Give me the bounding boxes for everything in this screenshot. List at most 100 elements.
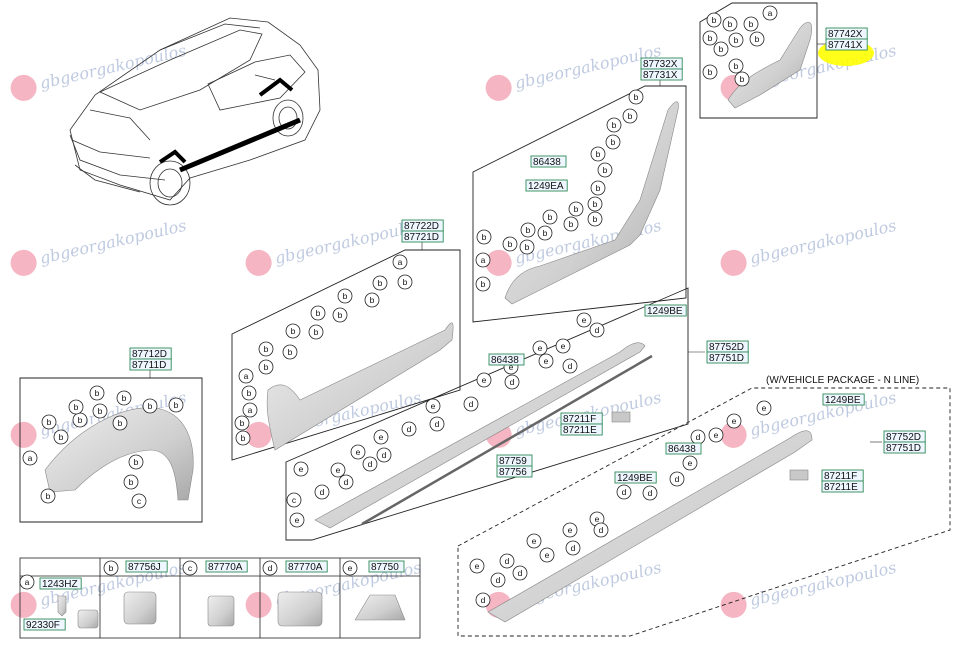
svg-text:e: e xyxy=(356,447,361,457)
part-label-text: 87751D xyxy=(709,353,744,364)
callout-b: b xyxy=(713,41,729,57)
part-label-text: 87731X xyxy=(643,70,678,81)
svg-text:b: b xyxy=(118,418,123,428)
callout-b: b xyxy=(722,16,738,32)
svg-text:b: b xyxy=(338,310,343,320)
watermark-text: gbgeorgakopoulos xyxy=(38,216,188,268)
part-label-box xyxy=(23,618,66,631)
callout-b: b xyxy=(542,209,558,225)
callout-d: d xyxy=(475,592,491,608)
part-label-box xyxy=(883,441,926,454)
svg-text:e: e xyxy=(532,536,537,546)
callout-b: b xyxy=(372,275,388,291)
part-label-text: 87211F xyxy=(824,471,857,482)
side-sill-strip xyxy=(361,354,653,526)
callout-e: e xyxy=(682,455,698,471)
callout-b: b xyxy=(168,397,184,413)
callout-e: e xyxy=(526,533,542,549)
svg-text:b: b xyxy=(740,74,745,84)
watermark-logo: gbgeorgakopoulos xyxy=(10,216,188,276)
part-label-text: 1249EA xyxy=(528,181,564,192)
callout-e: e xyxy=(576,312,592,328)
part-label-box xyxy=(706,351,749,364)
callout-b: b xyxy=(475,276,491,292)
callout-d: d xyxy=(463,396,479,412)
callout-d: d xyxy=(262,560,278,576)
callout-b: b xyxy=(332,307,348,323)
legend-part-number: 87770A xyxy=(205,560,248,573)
part-label-box xyxy=(368,560,405,573)
sill-strip-number: 87756 xyxy=(496,465,533,478)
part-label-box xyxy=(488,353,525,366)
n-line-part-number: 87751D xyxy=(883,441,926,454)
svg-text:d: d xyxy=(568,361,573,371)
callout-b: b xyxy=(568,201,584,217)
part-label-text: 1249BE xyxy=(825,395,861,406)
watermark-logo: gbgeorgakopoulos xyxy=(10,41,188,101)
svg-text:b: b xyxy=(288,347,293,357)
part-label-box xyxy=(129,358,172,371)
callout-b: b xyxy=(728,58,744,74)
callout-c: c xyxy=(131,493,147,509)
svg-text:e: e xyxy=(545,550,550,560)
side-sill xyxy=(314,342,646,529)
legend-table xyxy=(19,557,421,639)
callout-a: a xyxy=(22,450,38,466)
callout-b: b xyxy=(112,415,128,431)
callout-b: b xyxy=(476,229,492,245)
svg-text:b: b xyxy=(728,19,733,29)
svg-text:d: d xyxy=(496,575,501,585)
leader-lines xyxy=(149,43,882,443)
callout-b: b xyxy=(628,89,644,105)
svg-text:b: b xyxy=(403,277,408,287)
callout-b: b xyxy=(337,288,353,304)
callout-e: e xyxy=(289,512,305,528)
svg-text:e: e xyxy=(482,375,487,385)
part-label-text: 92330F xyxy=(26,620,60,631)
part-label-box xyxy=(401,230,444,243)
svg-text:a: a xyxy=(244,371,249,381)
svg-text:e: e xyxy=(561,341,566,351)
svg-text:b: b xyxy=(612,120,617,130)
svg-text:b: b xyxy=(291,326,296,336)
callout-a: a xyxy=(762,5,778,21)
svg-text:b: b xyxy=(95,388,100,398)
callout-b: b xyxy=(258,341,274,357)
rear-door-moulding xyxy=(504,101,679,305)
callout-b: b xyxy=(310,305,326,321)
moulding-parts xyxy=(44,21,813,623)
callout-b: b xyxy=(606,117,622,133)
sill-part-number: 87751D xyxy=(706,351,749,364)
svg-text:a: a xyxy=(398,257,403,267)
svg-text:a: a xyxy=(768,8,773,18)
part-label-text: 1249BE xyxy=(617,473,653,484)
sill-clip-number: 87211E xyxy=(560,423,603,436)
callout-e: e xyxy=(532,340,548,356)
svg-text:d: d xyxy=(675,474,680,484)
clip-87770a-icon xyxy=(207,595,235,627)
callout-a: a xyxy=(238,368,254,384)
callout-e: e xyxy=(469,558,485,574)
svg-text:b: b xyxy=(314,327,319,337)
svg-text:b: b xyxy=(148,401,153,411)
rear-door-part-number: 87732X xyxy=(640,57,683,70)
callout-e: e xyxy=(350,444,366,460)
callout-b: b xyxy=(734,71,750,87)
svg-text:d: d xyxy=(571,543,576,553)
svg-text:e: e xyxy=(732,416,737,426)
svg-text:b: b xyxy=(543,228,548,238)
rear-door-fastener: 86438 xyxy=(530,155,567,168)
part-label-text: 87742X xyxy=(828,29,863,40)
part-label-box xyxy=(821,480,864,493)
watermark-text: gbgeorgakopoulos xyxy=(38,41,188,93)
callout-d: d xyxy=(642,485,658,501)
part-label-box xyxy=(285,560,328,573)
callout-d: d xyxy=(565,540,581,556)
part-label-box xyxy=(644,304,687,317)
callout-d: d xyxy=(376,447,392,463)
svg-text:e: e xyxy=(348,563,353,573)
svg-text:e: e xyxy=(509,362,514,372)
svg-text:b: b xyxy=(574,204,579,214)
callout-b: b xyxy=(234,415,250,431)
